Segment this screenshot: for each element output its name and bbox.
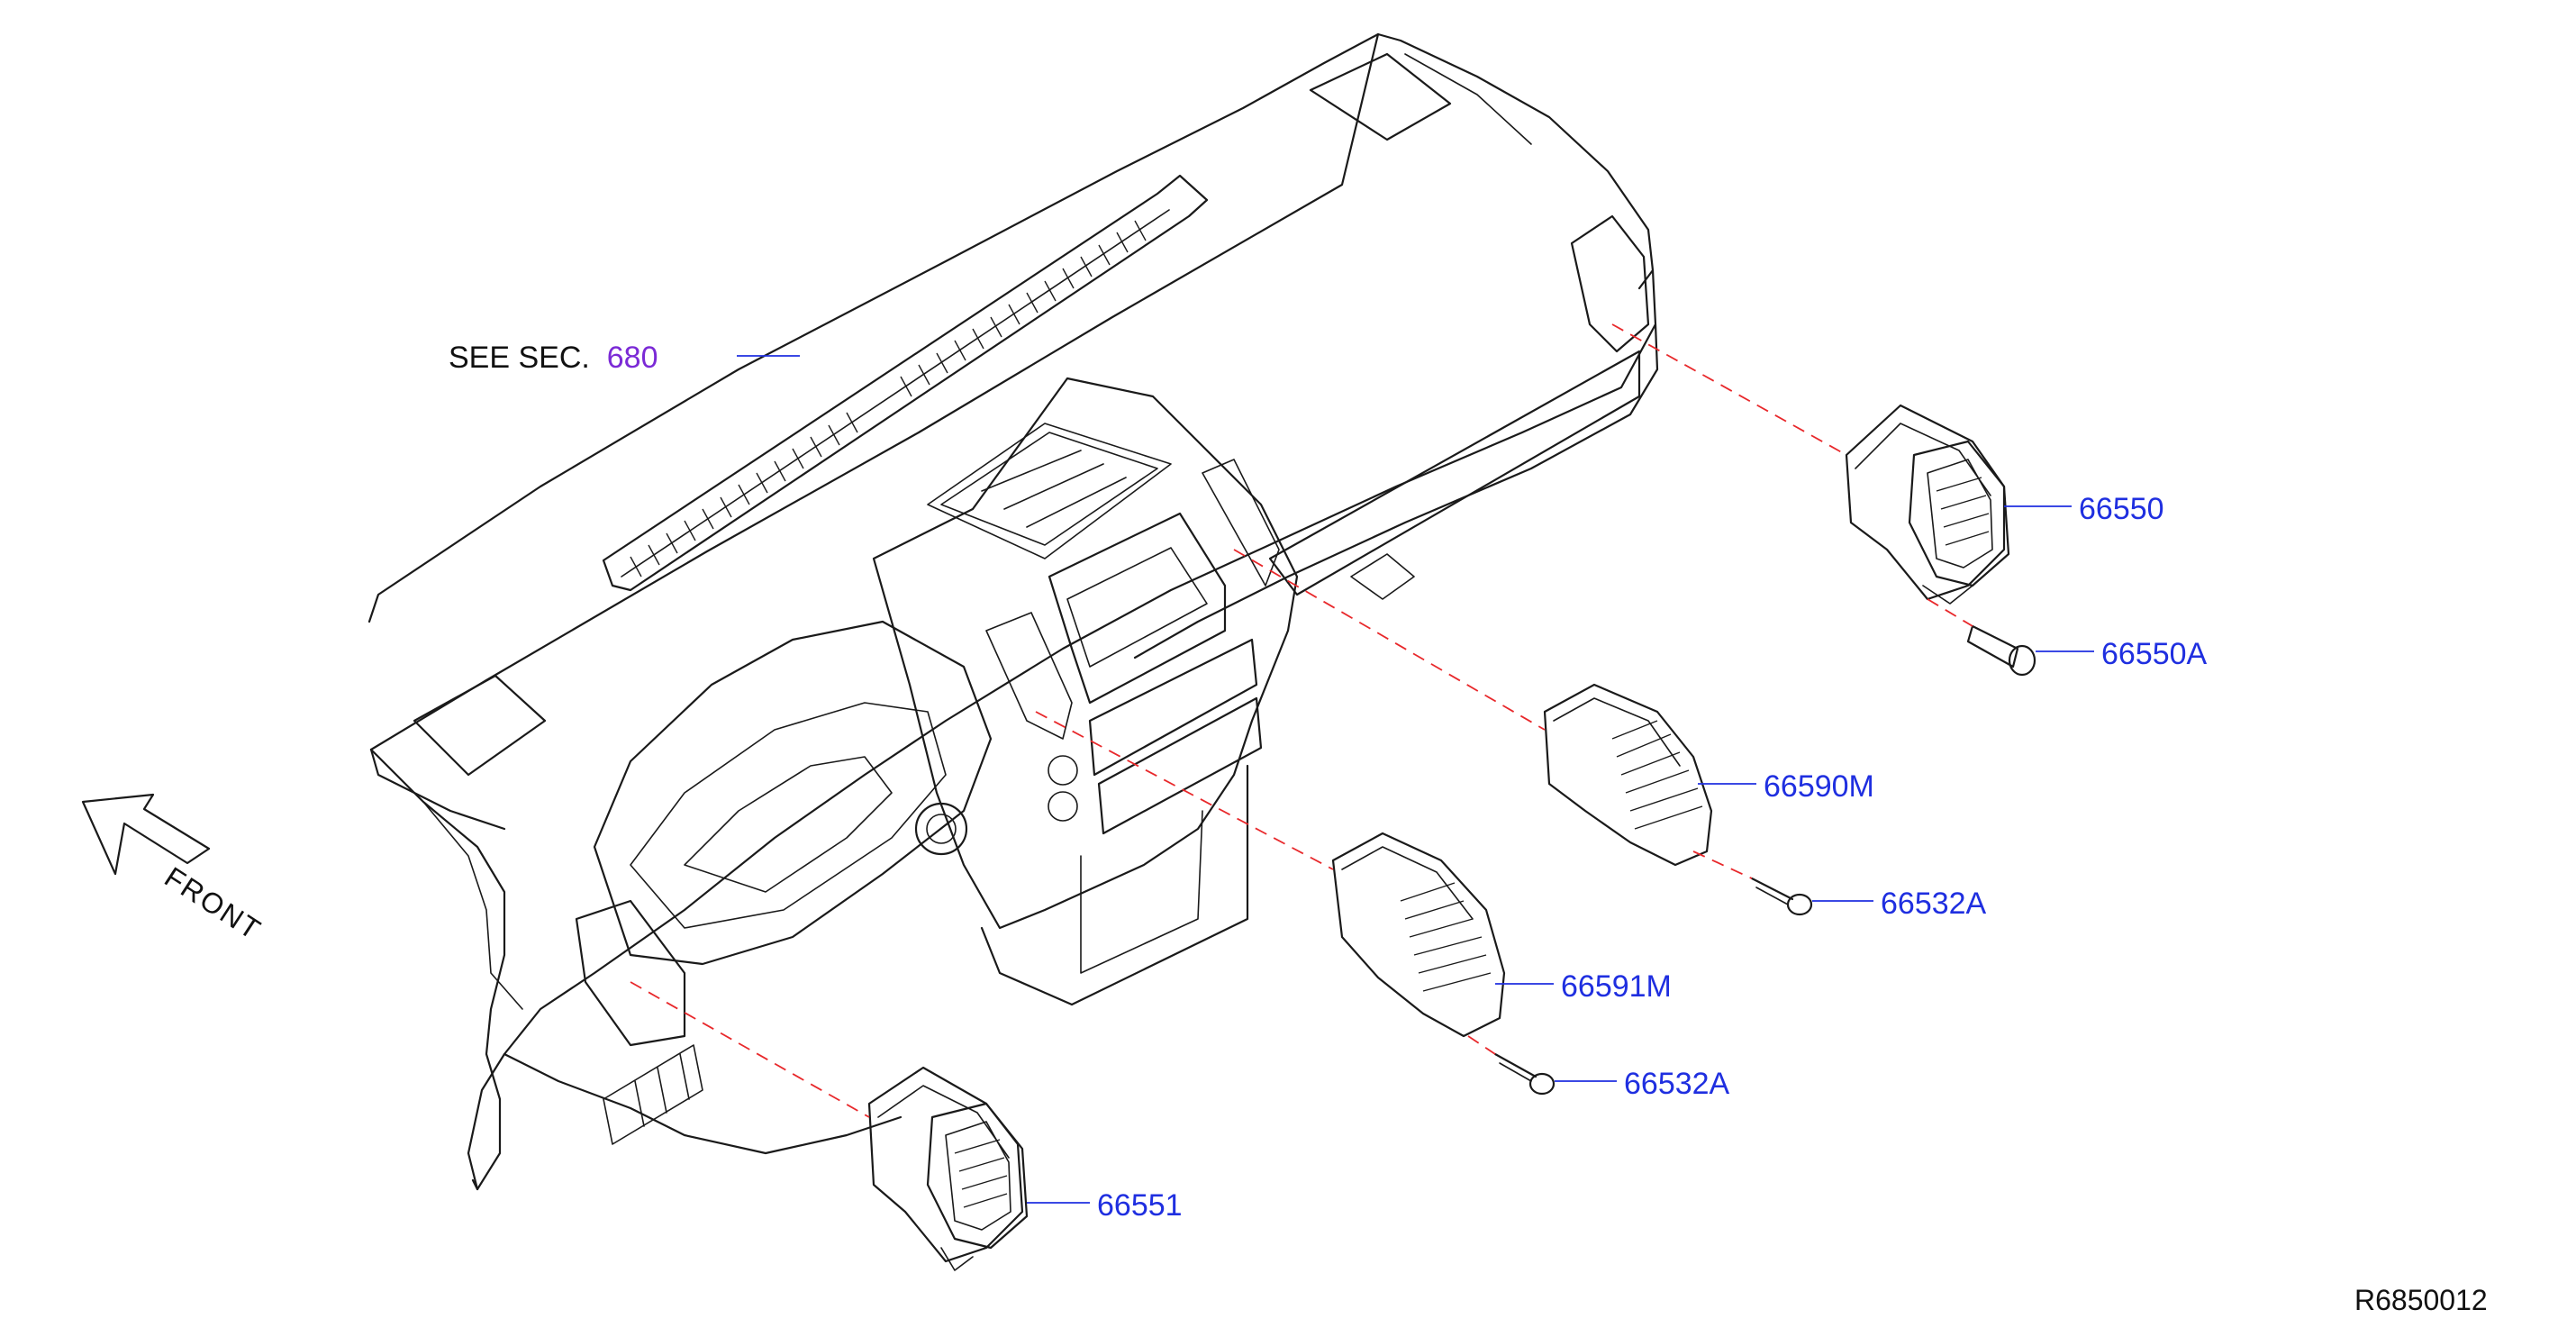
front-arrow-icon: [81, 793, 211, 876]
screw-66550a-drawing: [1966, 624, 2036, 677]
screw-66532a-lower-drawing: [1493, 1052, 1556, 1096]
callout-66550a[interactable]: 66550A: [2101, 637, 2208, 671]
right-vent-opening: [1570, 214, 1650, 353]
callout-66532a-upper[interactable]: 66532A: [1881, 887, 1987, 921]
see-section-prefix: SEE SEC.: [449, 341, 590, 375]
vent-66591m-drawing: [1331, 832, 1506, 1038]
callout-66590m[interactable]: 66590M: [1764, 769, 1874, 804]
left-speaker-panel: [413, 674, 547, 777]
drawing-number: R6850012: [2354, 1284, 2488, 1316]
screw-66532a-upper-drawing: [1750, 877, 1813, 916]
glove-box: [1268, 350, 1641, 596]
cluster-hood: [593, 620, 993, 966]
see-section-note: SEE SEC. 680: [449, 342, 658, 373]
callout-66550[interactable]: 66550: [2079, 492, 2164, 526]
assembly-dash-lines: [630, 323, 1973, 1118]
center-stack: [872, 377, 1299, 930]
left-vent-opening: [575, 899, 686, 1047]
defroster-slats: [630, 220, 1147, 578]
right-speaker-panel: [1309, 52, 1452, 141]
callout-66532a-lower[interactable]: 66532A: [1624, 1067, 1730, 1101]
center-display-pocket: [1048, 512, 1227, 705]
callout-leaders: [737, 355, 2094, 1204]
vent-66550-drawing: [1845, 404, 2010, 605]
callout-66551[interactable]: 66551: [1097, 1188, 1183, 1223]
vent-66590m-drawing: [1543, 683, 1713, 867]
callout-66591m[interactable]: 66591M: [1561, 969, 1672, 1004]
see-section-number[interactable]: 680: [606, 341, 658, 375]
instrument-panel-body: [367, 32, 1659, 1191]
vent-66551-drawing: [867, 1066, 1029, 1271]
